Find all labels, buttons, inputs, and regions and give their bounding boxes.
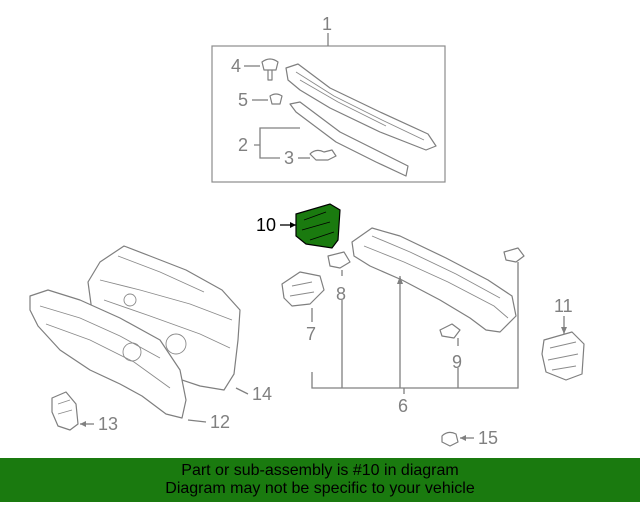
clip-4 — [261, 58, 279, 81]
info-banner: Part or sub-assembly is #10 in diagram D… — [0, 458, 640, 502]
dash-panel-rib — [99, 279, 233, 321]
clip-3 — [309, 149, 337, 161]
callout-11: 11 — [554, 296, 573, 316]
bracket-upper-right — [503, 247, 525, 263]
pad-13 — [51, 391, 79, 431]
dash-insulator-rib-2 — [45, 323, 171, 389]
leader-12 — [187, 419, 207, 423]
leader-14 — [235, 387, 249, 395]
cowl-top-panel — [285, 63, 437, 151]
dash-panel-hole-2 — [123, 293, 137, 307]
seal-strip — [289, 101, 409, 177]
bracket-7 — [281, 271, 325, 307]
part-10-detail — [301, 211, 335, 241]
leader-6-arrowhead — [397, 276, 403, 284]
banner-line-1: Part or sub-assembly is #10 in diagram — [181, 462, 459, 479]
cowl-panel-lower-rib — [363, 245, 509, 319]
clip-15 — [441, 431, 459, 447]
callout-15: 15 — [478, 428, 498, 448]
dash-panel-hole — [165, 333, 187, 355]
clip-5 — [269, 93, 283, 105]
callout-8: 8 — [336, 284, 346, 304]
pad-13-detail — [57, 399, 73, 415]
bracket-7-detail — [289, 281, 315, 297]
bracket-11 — [541, 331, 585, 381]
callout-13: 13 — [98, 414, 118, 434]
leader-15-arrowhead — [460, 435, 466, 441]
leader-2 — [254, 127, 300, 159]
leader-10-arrowhead — [290, 222, 296, 228]
callout-12: 12 — [210, 412, 230, 432]
cowl-top-panel-rib-2 — [299, 79, 387, 127]
cowl-panel-lower — [351, 227, 517, 333]
dash-insulator — [29, 289, 187, 419]
callout-10: 10 — [256, 215, 276, 235]
dash-insulator-hole — [122, 342, 142, 362]
dash-panel-rib-2 — [103, 299, 231, 349]
leader-6 — [311, 262, 519, 394]
callout-4: 4 — [231, 56, 241, 76]
part-10-highlighted — [295, 203, 341, 249]
cowl-panel-lower-rib-2 — [371, 235, 501, 299]
callout-6: 6 — [398, 396, 408, 416]
callout-14: 14 — [252, 384, 272, 404]
callout-3: 3 — [284, 148, 294, 168]
bracket-9 — [439, 323, 461, 339]
callout-1: 1 — [322, 14, 332, 34]
leader-13-arrowhead — [80, 421, 86, 427]
bracket-11-detail — [547, 341, 579, 371]
callout-2: 2 — [238, 135, 248, 155]
cowl-top-panel-rib — [295, 71, 425, 141]
callout-5: 5 — [238, 90, 248, 110]
leader-11-arrowhead — [561, 327, 567, 334]
dash-panel-rib-3 — [117, 255, 205, 293]
callout-7: 7 — [306, 324, 316, 344]
callout-9: 9 — [452, 352, 462, 372]
banner-line-2: Diagram may not be specific to your vehi… — [165, 480, 475, 497]
bracket-8 — [327, 251, 351, 269]
